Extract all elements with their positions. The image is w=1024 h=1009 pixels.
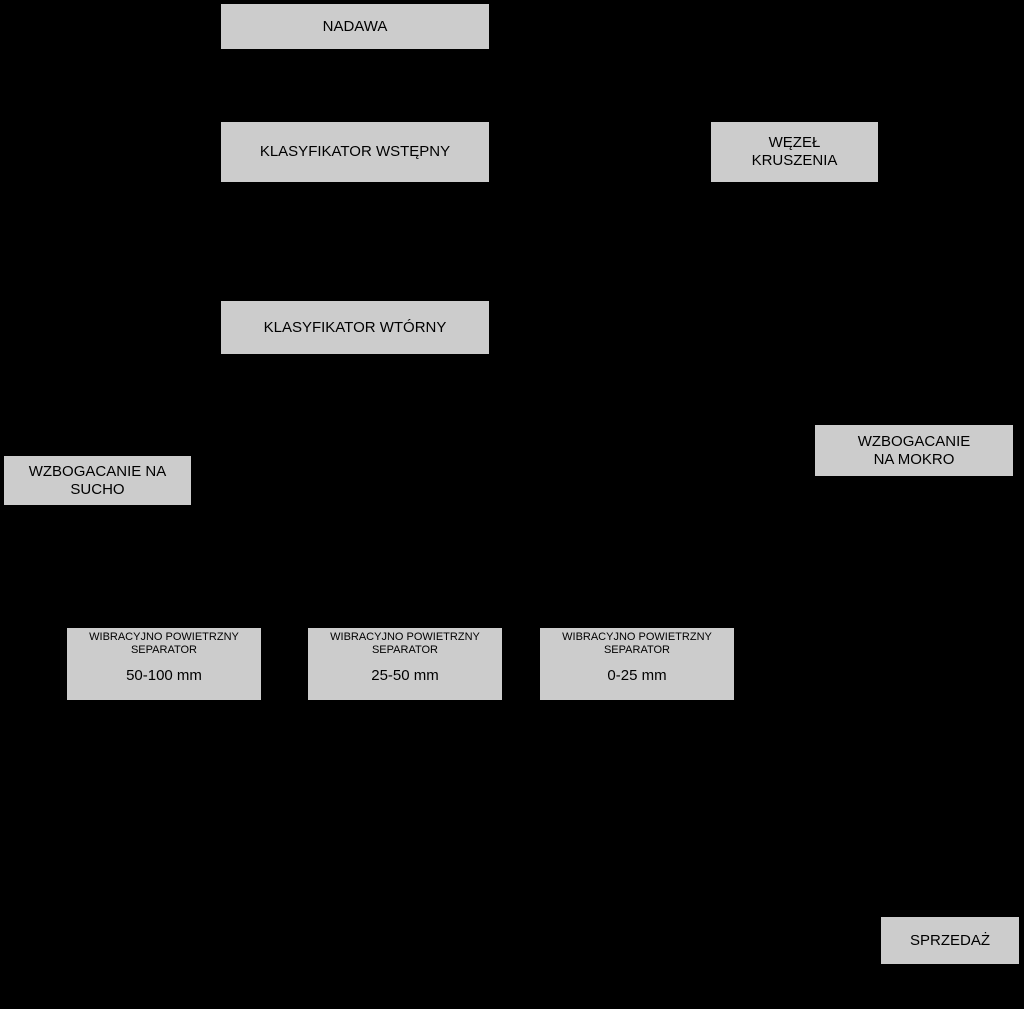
node-wzbogacanie-na-sucho-label: WZBOGACANIE NA SUCHO [28,462,167,498]
node-nadawa: NADAWA [221,4,489,49]
node-separator-25-50: WIBRACYJNO POWIETRZNY SEPARATOR 25-50 mm [308,628,502,700]
node-sprzedaz-label: SPRZEDAŻ [909,931,990,949]
separator-range: 25-50 mm [371,667,439,684]
node-wzbogacanie-na-sucho: WZBOGACANIE NA SUCHO [4,456,191,505]
node-wezel-kruszenia-label: WĘZEŁ KRUSZENIA [751,134,838,169]
node-nadawa-label: NADAWA [322,17,388,35]
node-wzbogacanie-na-mokro-label: WZBOGACANIE NA MOKRO [857,432,971,468]
node-klasyfikator-wtorny: KLASYFIKATOR WTÓRNY [221,301,489,354]
node-klasyfikator-wtorny-label: KLASYFIKATOR WTÓRNY [263,318,447,336]
node-wezel-kruszenia: WĘZEŁ KRUSZENIA [711,122,878,182]
separator-range: 0-25 mm [607,667,667,684]
separator-title: WIBRACYJNO POWIETRZNY SEPARATOR [330,631,480,656]
node-sprzedaz: SPRZEDAŻ [881,917,1019,964]
node-klasyfikator-wstepny-label: KLASYFIKATOR WSTĘPNY [259,143,451,160]
node-separator-50-100: WIBRACYJNO POWIETRZNY SEPARATOR 50-100 m… [67,628,261,700]
node-klasyfikator-wstepny: KLASYFIKATOR WSTĘPNY [221,122,489,182]
separator-range: 50-100 mm [126,667,202,684]
node-wzbogacanie-na-mokro: WZBOGACANIE NA MOKRO [815,425,1013,476]
separator-title: WIBRACYJNO POWIETRZNY SEPARATOR [562,631,712,656]
separator-title: WIBRACYJNO POWIETRZNY SEPARATOR [89,631,239,656]
node-separator-0-25: WIBRACYJNO POWIETRZNY SEPARATOR 0-25 mm [540,628,734,700]
